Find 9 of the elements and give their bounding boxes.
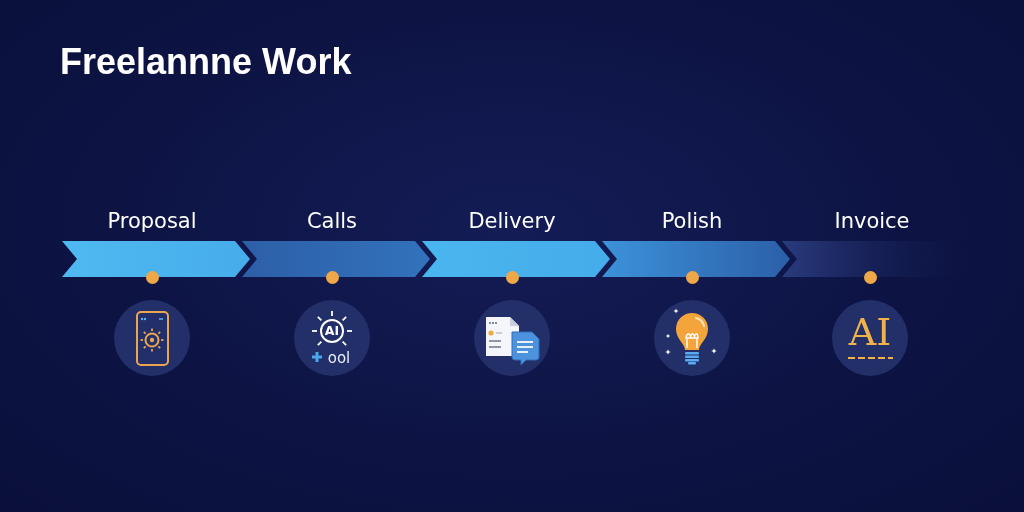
step-label: Polish — [660, 208, 724, 235]
diagram-title: Freelannne Work — [60, 40, 352, 84]
step-label: Proposal — [106, 208, 198, 235]
icon-text: AI — [323, 322, 341, 340]
step-label: Invoice — [833, 208, 911, 235]
icon-text: ool — [326, 348, 352, 368]
step-label: Calls — [305, 208, 359, 235]
icon-text: AI — [847, 310, 893, 354]
step-label: Delivery — [467, 208, 557, 235]
